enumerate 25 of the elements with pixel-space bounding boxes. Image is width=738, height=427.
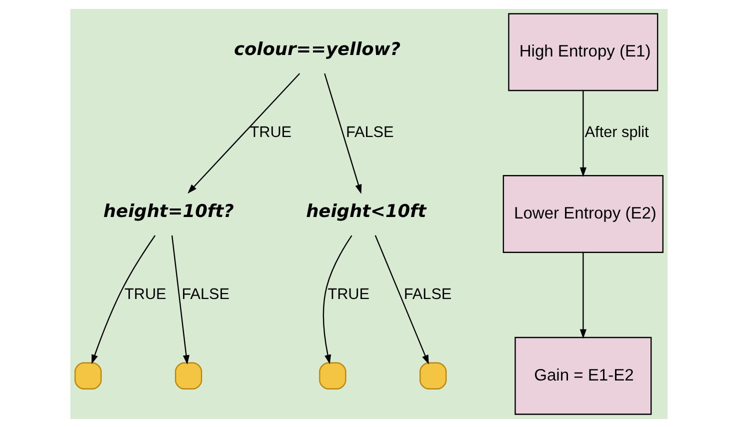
node-box — [420, 362, 447, 389]
arrow — [580, 90, 586, 176]
edge-label: After split — [584, 124, 649, 141]
arrow — [188, 72, 300, 194]
edge-label: TRUE — [124, 285, 166, 302]
node-box — [319, 362, 346, 389]
node-box — [74, 362, 102, 389]
edge-label: FALSE — [346, 124, 394, 141]
node-text: colour==yellow? — [234, 40, 401, 60]
node-box: High Entropy (E1) — [508, 12, 658, 91]
edge-label: FALSE — [182, 285, 230, 302]
edge-label: TRUE — [328, 285, 370, 302]
arrow — [322, 234, 352, 364]
node-box: Gain = E1-E2 — [514, 336, 652, 414]
edge-label: TRUE — [250, 124, 292, 141]
arrow — [374, 234, 429, 364]
node-text: height=10ft? — [103, 201, 234, 222]
arrow — [324, 72, 362, 194]
arrow — [171, 234, 190, 364]
node-text: height<10ft — [306, 201, 426, 222]
node-box — [174, 362, 202, 389]
node-box: Lower Entropy (E2) — [502, 174, 664, 252]
edge-label: FALSE — [404, 285, 452, 302]
arrow — [92, 234, 156, 364]
arrow — [580, 252, 586, 338]
